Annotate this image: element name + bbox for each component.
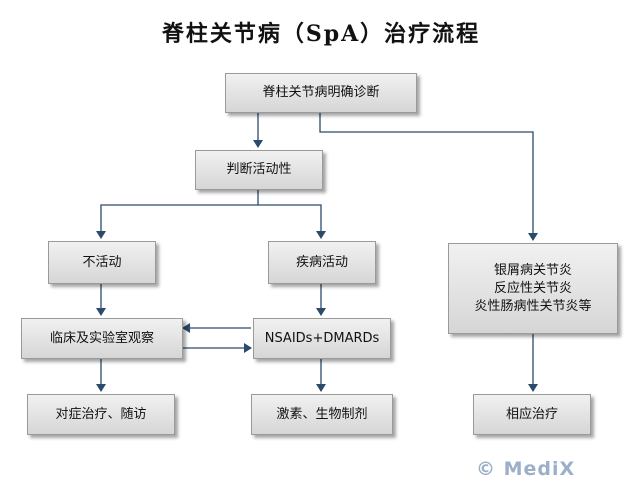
node-symptomatic-followup: 对症治疗、随访: [27, 394, 175, 435]
arrow-judge-to-inactive: [96, 189, 259, 239]
page-title: 脊柱关节病（SpA）治疗流程: [161, 21, 481, 47]
node-corresponding-treatment: 相应治疗: [473, 394, 591, 435]
other-spa-line-1: 银屑病关节炎: [493, 262, 572, 278]
watermark: © MediX: [476, 458, 576, 480]
node-clinical-lab-observation: 临床及实验室观察: [21, 318, 183, 359]
arrow-diagnosis-to-other: [319, 112, 538, 241]
other-spa-line-3: 炎性肠病性关节炎等: [474, 298, 592, 314]
node-inactive: 不活动: [48, 241, 156, 284]
node-nsaids-dmards: NSAIDs+DMARDs: [253, 318, 391, 359]
node-active: 疾病活动: [268, 241, 376, 284]
other-spa-line-2: 反应性关节炎: [493, 280, 572, 296]
node-diagnosis: 脊柱关节病明确诊断: [225, 73, 417, 113]
node-judge-activity: 判断活动性: [195, 150, 323, 190]
arrow-judge-to-active: [258, 204, 326, 239]
node-hormone-biologic: 激素、生物制剂: [251, 394, 393, 435]
node-other-spa: 银屑病关节炎 反应性关节炎 炎性肠病性关节炎等: [448, 243, 618, 334]
